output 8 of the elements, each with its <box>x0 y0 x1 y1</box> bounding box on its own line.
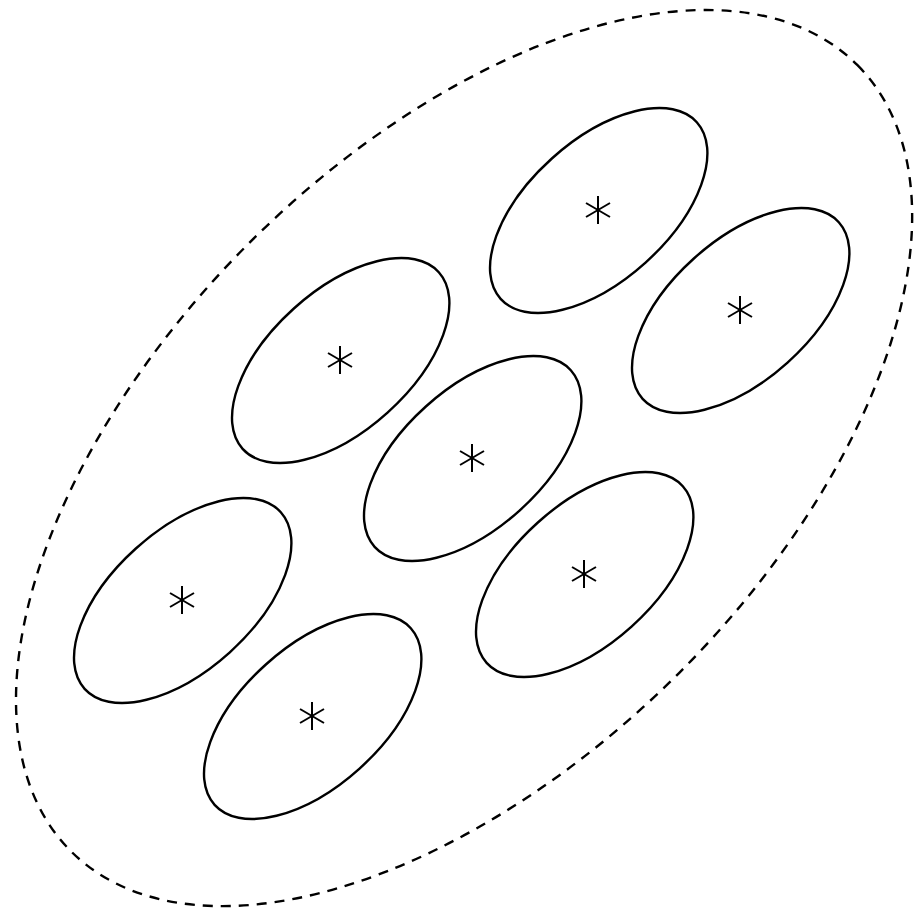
ellipse <box>203 613 421 819</box>
ellipse <box>73 497 291 703</box>
ellipse <box>631 207 849 413</box>
ellipse <box>475 471 693 677</box>
ellipse <box>363 355 581 561</box>
ellipse <box>489 107 707 313</box>
ellipse <box>231 257 449 463</box>
dashed-ellipse <box>15 9 913 907</box>
